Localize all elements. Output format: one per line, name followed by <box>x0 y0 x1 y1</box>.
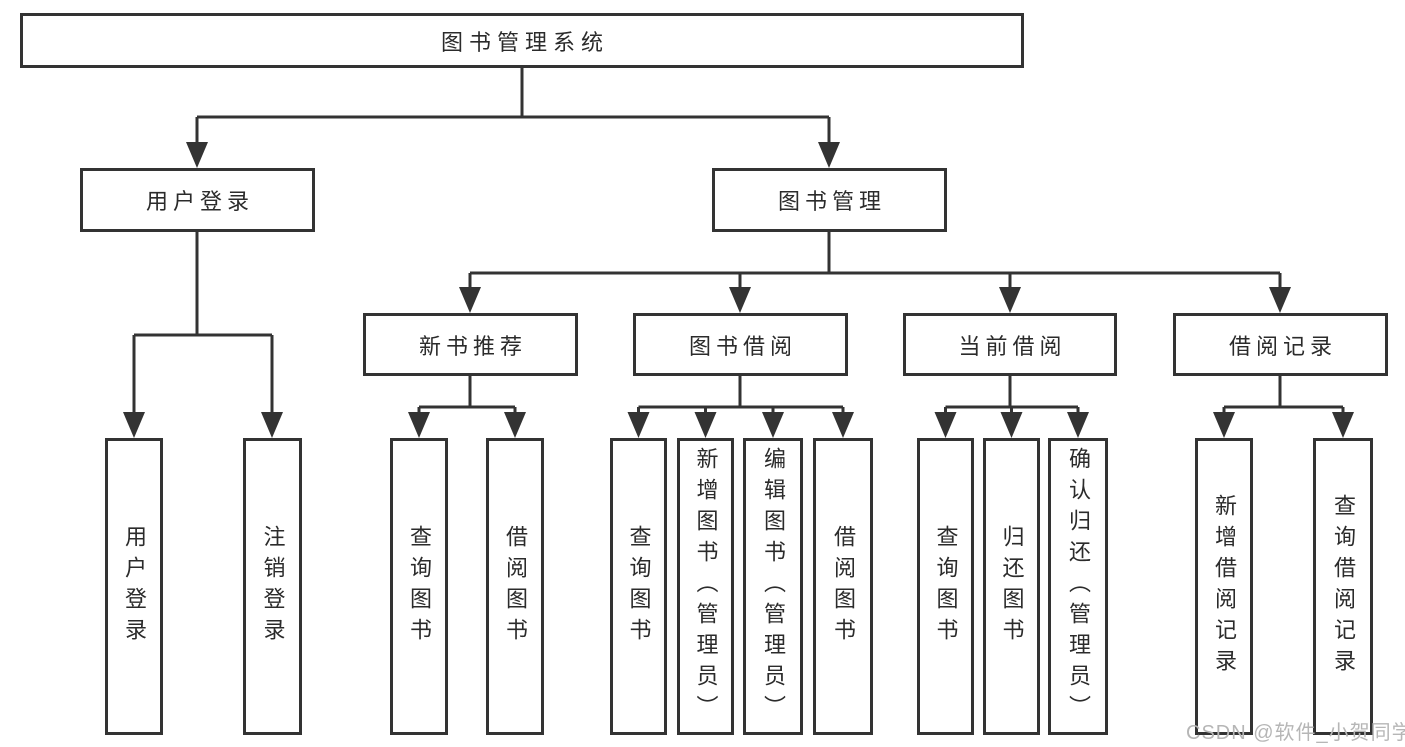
arrowhead-icon <box>934 412 957 438</box>
arrowhead-icon <box>459 287 481 313</box>
node-leaf-return-books: 归还图书 <box>983 438 1040 735</box>
arrowhead-group <box>123 142 1354 438</box>
node-leaf-query-borrow-record: 查询借阅记录 <box>1313 438 1373 735</box>
node-current-borrowing: 当前借阅 <box>903 313 1117 376</box>
node-borrowing-records: 借阅记录 <box>1173 313 1388 376</box>
node-book-borrowing: 图书借阅 <box>633 313 848 376</box>
arrowhead-icon <box>408 412 430 438</box>
watermark: CSDN @软件_小贺同学 <box>1186 722 1405 744</box>
node-user-login: 用户登录 <box>80 168 315 232</box>
node-book-management: 图书管理 <box>712 168 947 232</box>
arrowhead-icon <box>123 412 145 438</box>
node-leaf-borrow-books-2: 借阅图书 <box>813 438 873 735</box>
arrowhead-icon <box>186 142 208 168</box>
node-new-book-recommend: 新书推荐 <box>363 313 578 376</box>
node-root: 图书管理系统 <box>20 13 1024 68</box>
node-leaf-edit-books-admin: 编辑图书（管理员） <box>743 438 803 735</box>
arrowhead-icon <box>1000 412 1023 438</box>
node-leaf-add-books-admin: 新增图书（管理员） <box>677 438 734 735</box>
arrowhead-icon <box>832 412 854 438</box>
arrowhead-icon <box>729 287 751 313</box>
arrowhead-icon <box>261 412 283 438</box>
arrowhead-icon <box>1332 412 1354 438</box>
arrowhead-icon <box>1213 412 1235 438</box>
node-leaf-query-books-3: 查询图书 <box>917 438 974 735</box>
arrowhead-icon <box>694 412 717 438</box>
node-leaf-add-borrow-record: 新增借阅记录 <box>1195 438 1253 735</box>
arrowhead-icon <box>999 287 1021 313</box>
arrowhead-icon <box>504 412 526 438</box>
node-leaf-user-login: 用户登录 <box>105 438 163 735</box>
node-leaf-confirm-return-admin: 确认归还（管理员） <box>1048 438 1108 735</box>
arrowhead-icon <box>627 412 650 438</box>
arrowhead-icon <box>1269 287 1291 313</box>
arrowhead-icon <box>1067 412 1089 438</box>
node-leaf-borrow-books-1: 借阅图书 <box>486 438 544 735</box>
arrowhead-icon <box>762 412 784 438</box>
node-leaf-logout: 注销登录 <box>243 438 302 735</box>
arrowhead-icon <box>818 142 840 168</box>
node-leaf-query-books-1: 查询图书 <box>390 438 448 735</box>
node-leaf-query-books-2: 查询图书 <box>610 438 667 735</box>
